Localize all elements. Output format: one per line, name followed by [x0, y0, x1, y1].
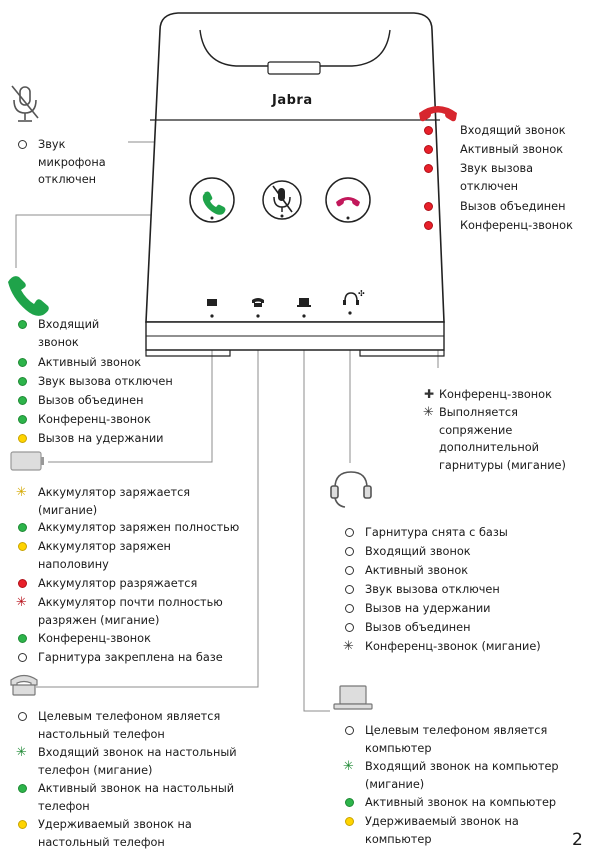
list-item-label: Звук вызова отключен — [460, 162, 534, 193]
indicator-white — [345, 604, 354, 613]
page-number: 2 — [572, 830, 583, 850]
indicator-yellow — [18, 434, 27, 443]
indicator-white — [345, 566, 354, 575]
list-item-label: Аккумулятор заряжен наполовину — [38, 540, 171, 571]
list-item-label: Выполняется сопряжение дополнительной га… — [439, 406, 566, 472]
indicator-yellow — [18, 820, 27, 829]
list-item-label: Вызов объединен — [38, 394, 144, 407]
list-item-label: Конференц-звонок (мигание) — [365, 640, 541, 653]
list-item-label: Звук вызова отключен — [365, 583, 500, 596]
indicator-white — [345, 585, 354, 594]
list-item-label: Активный звонок — [365, 564, 469, 577]
list-item-label: Конференц-звонок — [38, 632, 151, 645]
list-item-label: Вызов на удержании — [38, 432, 164, 445]
list-item-label: Входящий звонок — [365, 545, 471, 558]
list-item-label: Аккумулятор почти полностью разряжен (ми… — [38, 596, 223, 627]
list-item-label: Звук вызова отключен — [38, 375, 173, 388]
indicator-white — [18, 140, 27, 149]
indicator-white — [345, 623, 354, 632]
list-item-label: Активный звонок — [460, 143, 564, 156]
blink-green-icon: ✳ — [343, 759, 354, 774]
indicator-green — [18, 320, 27, 329]
brand-label: Jabra — [272, 93, 313, 108]
blink-white-icon: ✳ — [343, 639, 354, 654]
list-item-label: Входящий звонок — [38, 318, 100, 349]
indicator-white — [345, 726, 354, 735]
indicator-white — [345, 528, 354, 537]
indicator-red — [424, 126, 433, 135]
base-body — [145, 12, 445, 357]
indicator-red — [424, 164, 433, 173]
list-item-label: Гарнитура закреплена на базе — [38, 651, 223, 664]
indicator-red — [18, 579, 27, 588]
list-item-label: Активный звонок на компьютер — [365, 796, 557, 809]
list-item-label: Вызов объединен — [365, 621, 471, 634]
list-item-label: Входящий звонок — [460, 124, 566, 137]
list-item-label: Звук микрофона отключен — [38, 138, 106, 186]
list-item-label: Входящий звонок на настольный телефон (м… — [38, 746, 237, 777]
list-item-label: Целевым телефоном является настольный те… — [38, 710, 221, 741]
indicator-green — [18, 415, 27, 424]
blink-icon: ✳ — [423, 405, 434, 420]
indicator-green — [18, 784, 27, 793]
list-item-label: Конференц-звонок — [460, 219, 573, 232]
indicator-green — [18, 396, 27, 405]
indicator-green — [18, 634, 27, 643]
list-item-label: Активный звонок на настольный телефон — [38, 782, 235, 813]
list-item-label: Конференц-звонок — [38, 413, 151, 426]
blink-red-icon: ✳ — [16, 595, 27, 610]
list-item-label: Входящий звонок на компьютер (мигание) — [365, 760, 559, 791]
list-item-label: Аккумулятор заряжается (мигание) — [38, 486, 191, 517]
list-item-label: Аккумулятор разряжается — [38, 577, 198, 590]
list-item-label: Конференц-звонок — [439, 388, 552, 401]
list-item-label: Удерживаемый звонок на компьютер — [365, 815, 519, 846]
indicator-red — [424, 202, 433, 211]
list-item-label: Удерживаемый звонок на настольный телефо… — [38, 818, 192, 849]
indicator-white — [345, 547, 354, 556]
list-item-label: Активный звонок — [38, 356, 142, 369]
indicator-yellow — [345, 817, 354, 826]
indicator-white — [18, 712, 27, 721]
indicator-white — [18, 653, 27, 662]
indicator-red — [424, 221, 433, 230]
list-item-label: Гарнитура снята с базы — [365, 526, 508, 539]
blink-yellow-icon: ✳ — [16, 485, 27, 500]
indicator-green — [18, 358, 27, 367]
indicator-green — [18, 377, 27, 386]
blink-green-icon: ✳ — [16, 745, 27, 760]
list-item-label: Целевым телефоном является компьютер — [365, 724, 548, 755]
indicator-green — [18, 523, 27, 532]
list-item-label: Вызов на удержании — [365, 602, 491, 615]
list-item-label: Вызов объединен — [460, 200, 566, 213]
indicator-green — [345, 798, 354, 807]
list-item-label: Аккумулятор заряжен полностью — [38, 521, 240, 534]
plus-icon: ✚ — [424, 387, 435, 401]
indicator-yellow — [18, 542, 27, 551]
indicator-red — [424, 145, 433, 154]
